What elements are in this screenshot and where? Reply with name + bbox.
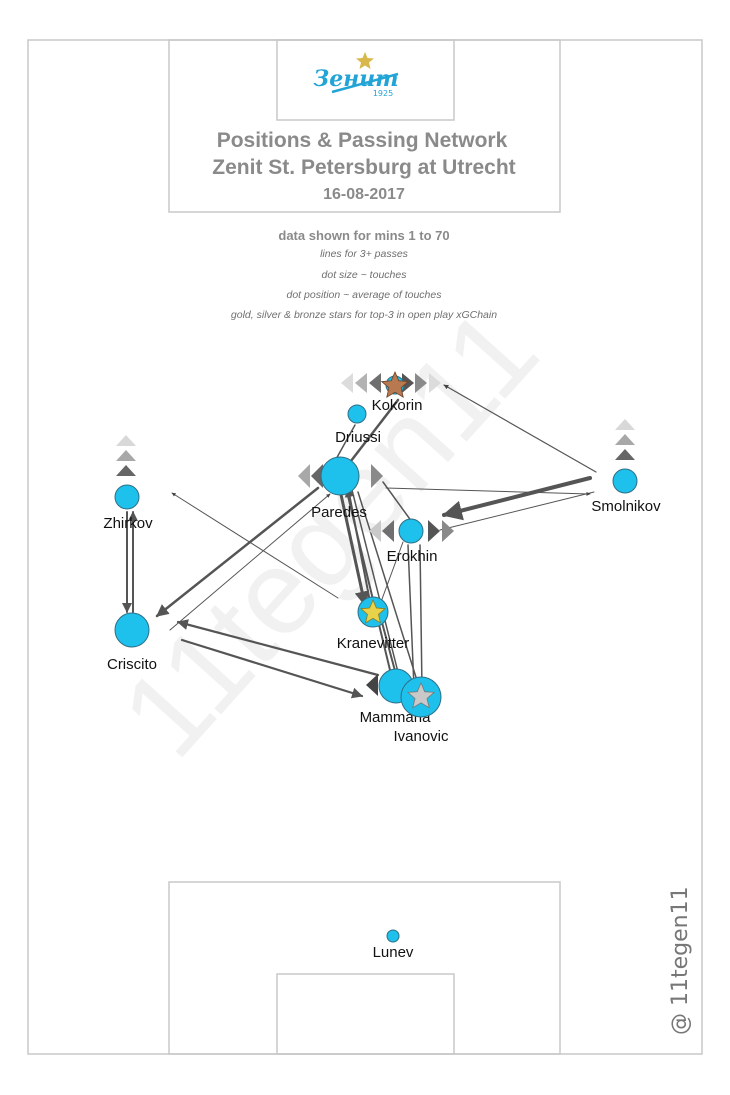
players: Kokorin Driussi Zhirkov Paredes Smolniko…: [103, 370, 661, 961]
match-date: 16-08-2017: [323, 186, 405, 203]
player-kranevitter: Kranevitter: [337, 596, 410, 652]
pass-line: [169, 493, 331, 631]
direction-marker-left: [366, 674, 378, 696]
pass-line: [357, 491, 421, 691]
direction-markers: [116, 373, 635, 696]
player-name: Criscito: [107, 656, 157, 673]
title-line-1: Positions & Passing Network: [217, 129, 508, 152]
author-credit: @ 11tegen11: [668, 886, 693, 1035]
bottom-goal-box: [276, 973, 455, 1055]
player-dot: [114, 612, 150, 648]
dot-size-note: dot size ~ touches: [322, 269, 408, 281]
direction-marker-left: [369, 373, 381, 393]
player-dot: [386, 929, 400, 943]
logo-year: 1925: [373, 89, 393, 98]
player-dot: [612, 468, 638, 494]
line-rule-note: lines for 3+ passes: [320, 248, 409, 260]
player-dot: [114, 484, 140, 510]
player-name: Driussi: [335, 429, 381, 446]
title-line-2: Zenit St. Petersburg at Utrecht: [212, 156, 515, 179]
player-dot: [347, 404, 367, 424]
player-ivanovic: Ivanovic: [393, 676, 449, 745]
pass-line: [351, 489, 401, 681]
player-dot: [320, 456, 360, 496]
player-name: Paredes: [311, 504, 367, 521]
direction-marker-right: [428, 520, 440, 542]
direction-marker-right: [415, 373, 427, 393]
direction-marker-left: [355, 373, 367, 393]
pass-line: [442, 476, 592, 521]
data-range-note: data shown for mins 1 to 70: [278, 228, 449, 243]
player-dot: [398, 518, 424, 544]
player-name: Lunev: [373, 944, 414, 961]
player-name: Zhirkov: [103, 515, 153, 532]
player-name: Erokhin: [387, 548, 438, 565]
direction-marker-left: [298, 464, 310, 488]
pass-line: [382, 481, 413, 523]
direction-marker-up: [615, 419, 635, 430]
pass-line: [180, 638, 364, 699]
pitch-border: [27, 39, 703, 1055]
player-name: Kokorin: [372, 397, 423, 414]
pass-line: [342, 398, 400, 472]
player-paredes: Paredes: [311, 456, 367, 521]
direction-marker-up: [615, 449, 635, 460]
pass-line: [176, 619, 380, 677]
stars-note: gold, silver & bronze stars for top-3 in…: [231, 309, 497, 321]
direction-marker-left: [341, 373, 353, 393]
player-name: Kranevitter: [337, 635, 410, 652]
direction-marker-left: [382, 520, 394, 542]
player-criscito: Criscito: [107, 612, 157, 673]
direction-marker-left: [311, 464, 323, 488]
pass-line: [407, 544, 415, 689]
direction-marker-left: [369, 520, 381, 542]
top-goal-box: [276, 39, 455, 121]
direction-marker-right: [402, 373, 414, 393]
player-kokorin: Kokorin: [372, 370, 423, 414]
pass-line: [344, 487, 373, 613]
club-logo: Зенит 1925: [313, 52, 399, 98]
direction-marker-up: [116, 465, 136, 476]
player-lunev: Lunev: [373, 929, 414, 961]
player-zhirkov: Zhirkov: [103, 484, 153, 532]
gold-star-icon: [360, 598, 386, 624]
bronze-star-icon: [380, 370, 410, 399]
pass-line: [385, 487, 591, 496]
player-name: Smolnikov: [591, 498, 661, 515]
direction-marker-right: [429, 373, 441, 393]
player-erokhin: Erokhin: [387, 518, 438, 565]
direction-marker-up: [116, 450, 136, 461]
dot-position-note: dot position ~ average of touches: [287, 289, 443, 301]
direction-marker-up: [116, 435, 136, 446]
pass-line: [338, 488, 370, 607]
pass-line: [155, 486, 320, 618]
pass-line: [443, 384, 597, 473]
pass-lines: [122, 384, 597, 699]
pitch: [27, 39, 703, 1055]
direction-marker-right: [442, 520, 454, 542]
logo-star-icon: [356, 52, 374, 69]
direction-marker-up: [615, 434, 635, 445]
direction-marker-right: [371, 464, 383, 488]
pass-line: [171, 492, 339, 599]
silver-star-icon: [406, 681, 436, 709]
pass-line: [377, 541, 404, 611]
logo-swoosh: [331, 72, 399, 94]
player-driussi: Driussi: [335, 404, 381, 446]
pass-line: [439, 491, 595, 531]
player-name: Ivanovic: [393, 728, 449, 745]
pass-line: [419, 544, 423, 691]
player-smolnikov: Smolnikov: [591, 468, 661, 515]
